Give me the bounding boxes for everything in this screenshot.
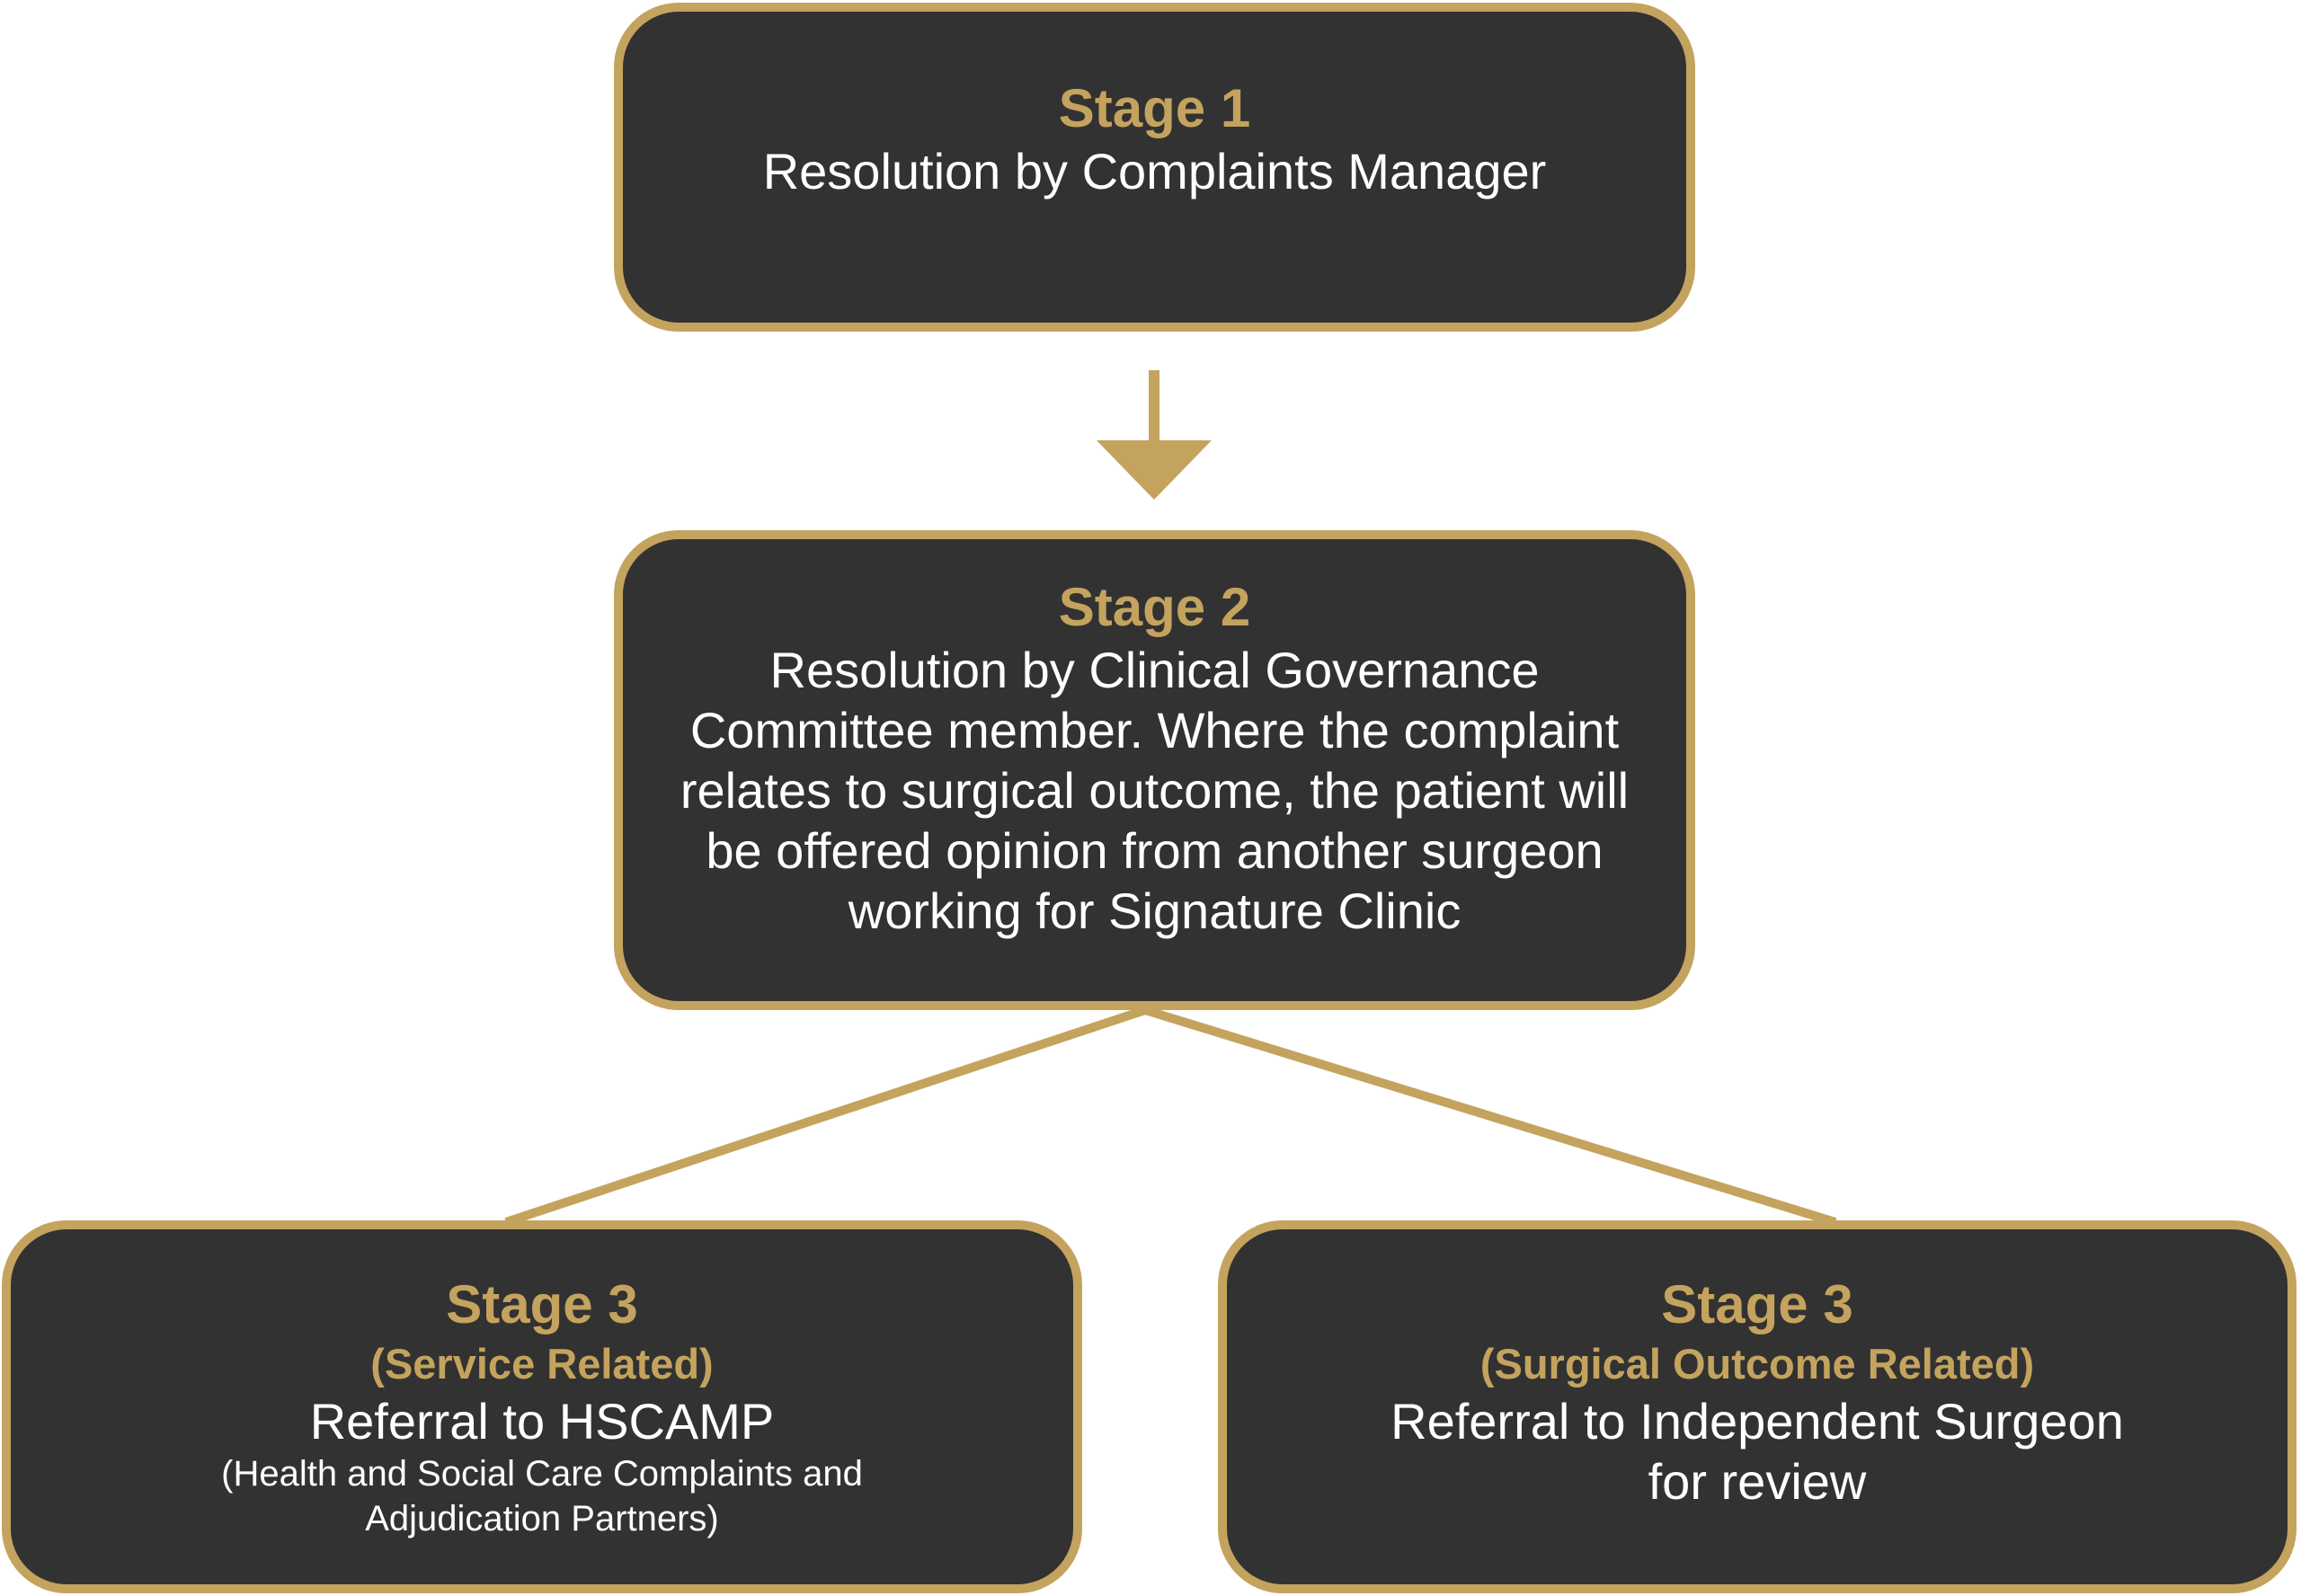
stage-1-box: Stage 1 Resolution by Complaints Manager: [614, 3, 1695, 332]
stage-3-service-note: (Health and Social Care Complaints and A…: [221, 1454, 863, 1538]
stage-3-surgical-title: Stage 3: [1661, 1274, 1853, 1334]
stage-2-box: Stage 2 Resolution by Clinical Governanc…: [614, 530, 1695, 1010]
connector-stage2-to-stage3-service: [504, 1006, 1147, 1227]
arrow-stage1-to-stage2-head: [1097, 440, 1212, 500]
stage-3-service-subtitle: (Service Related): [370, 1340, 714, 1388]
connector-stage2-to-stage3-surgical: [1143, 1006, 1837, 1227]
stage-1-title: Stage 1: [1058, 78, 1251, 138]
stage-3-surgical-subtitle: (Surgical Outcome Related): [1479, 1340, 2035, 1388]
stage-3-surgical-box: Stage 3 (Surgical Outcome Related) Refer…: [1218, 1220, 2297, 1593]
stage-2-body: Resolution by Clinical Governance Commit…: [680, 642, 1630, 939]
stage-3-surgical-body: Referral to Independent Surgeon for revi…: [1390, 1393, 2124, 1510]
stage-1-body: Resolution by Complaints Manager: [762, 143, 1547, 200]
stage-3-service-body: Referral to HSCAMP: [309, 1393, 775, 1450]
stage-3-service-title: Stage 3: [446, 1274, 638, 1334]
stage-2-title: Stage 2: [1058, 577, 1251, 637]
stage-3-service-box: Stage 3 (Service Related) Referral to HS…: [2, 1220, 1082, 1593]
